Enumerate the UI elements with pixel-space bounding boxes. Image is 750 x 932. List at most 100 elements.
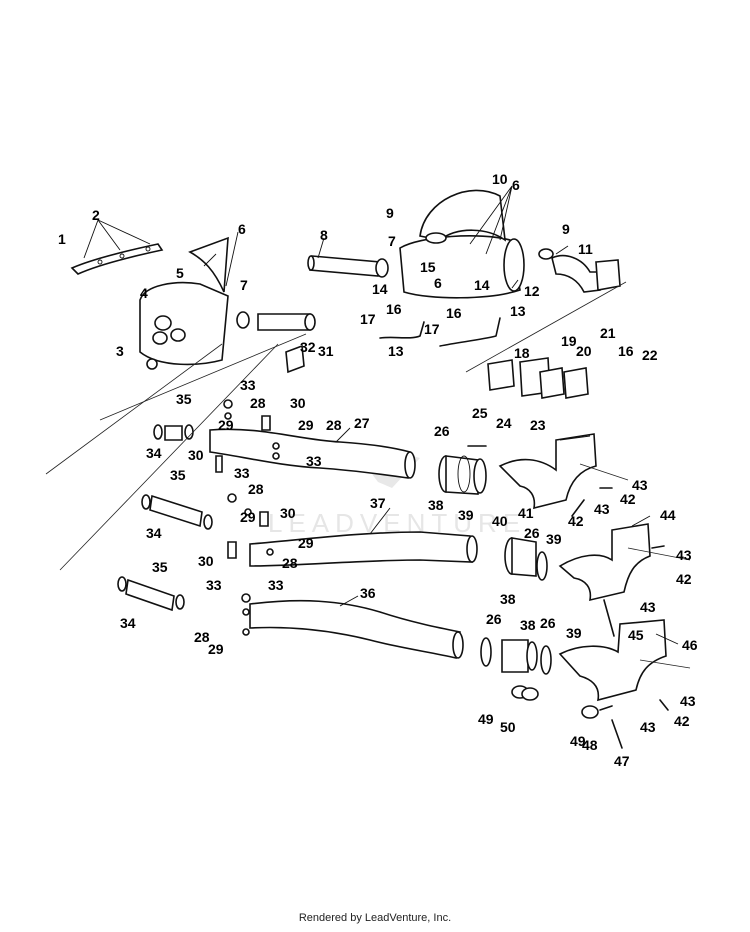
callout-17: 17 — [360, 311, 376, 327]
callout-33: 33 — [240, 377, 256, 393]
callout-44: 44 — [660, 507, 676, 523]
callout-50: 50 — [500, 719, 516, 735]
heat-shield-5 — [188, 236, 229, 293]
callout-7: 7 — [240, 277, 248, 293]
outlet-elbow-11 — [538, 248, 621, 293]
callout-38: 38 — [428, 497, 444, 513]
callout-26: 26 — [486, 611, 502, 627]
callout-29: 29 — [240, 509, 256, 525]
callout-32: 32 — [300, 339, 316, 355]
callout-19: 19 — [561, 333, 577, 349]
callout-39: 39 — [566, 625, 582, 641]
callout-43: 43 — [632, 477, 648, 493]
callout-20: 20 — [576, 343, 592, 359]
callout-6: 6 — [434, 275, 442, 291]
callout-45: 45 — [628, 627, 644, 643]
exhaust-pipe-36 — [249, 599, 464, 659]
bolts — [467, 445, 669, 749]
callout-43: 43 — [680, 693, 696, 709]
callout-5: 5 — [176, 265, 184, 281]
callout-36: 36 — [360, 585, 376, 601]
callout-11: 11 — [578, 241, 593, 257]
drain-plug-3 — [146, 358, 158, 370]
callout-14: 14 — [372, 281, 388, 297]
callout-12: 12 — [524, 283, 540, 299]
callout-42: 42 — [568, 513, 584, 529]
callout-25: 25 — [472, 405, 488, 421]
footer-credit: Rendered by LeadVenture, Inc. — [298, 912, 452, 924]
callout-14: 14 — [474, 277, 490, 293]
callout-33: 33 — [306, 453, 322, 469]
callout-7: 7 — [388, 233, 396, 249]
callout-39: 39 — [546, 531, 562, 547]
callout-28: 28 — [248, 481, 264, 497]
routing-lines — [45, 281, 691, 669]
callout-3: 3 — [116, 343, 124, 359]
callout-27: 27 — [354, 415, 370, 431]
callout-33: 33 — [268, 577, 284, 593]
callout-23: 23 — [530, 417, 546, 433]
callout-43: 43 — [594, 501, 610, 517]
callout-43: 43 — [640, 719, 656, 735]
exhaust-pipe-37 — [249, 531, 478, 567]
callout-18: 18 — [514, 345, 530, 361]
exhaust-elbow-40 — [498, 433, 597, 510]
callout-37: 37 — [370, 495, 386, 511]
callout-43: 43 — [640, 599, 656, 615]
callout-13: 13 — [388, 343, 404, 359]
callout-46: 46 — [682, 637, 698, 653]
exhaust-elbow-46 — [558, 619, 667, 702]
callout-26: 26 — [524, 525, 540, 541]
exhaust-pipe-27 — [209, 428, 416, 479]
callout-35: 35 — [170, 467, 186, 483]
flange-gaskets-18-20 — [487, 357, 589, 399]
coupler-set-middle — [504, 537, 548, 581]
callout-34: 34 — [146, 525, 162, 541]
callout-35: 35 — [176, 391, 192, 407]
rubber-mounts — [511, 685, 599, 719]
muffler-4 — [139, 281, 229, 366]
callout-26: 26 — [540, 615, 556, 631]
callout-16: 16 — [446, 305, 462, 321]
callout-24: 24 — [496, 415, 512, 431]
callout-30: 30 — [188, 447, 204, 463]
callout-43: 43 — [676, 547, 692, 563]
callout-9: 9 — [386, 205, 394, 221]
callout-31: 31 — [318, 343, 334, 359]
sensor-fittings — [215, 399, 280, 636]
callout-48: 48 — [582, 737, 598, 753]
callout-6: 6 — [512, 177, 520, 193]
callout-33: 33 — [234, 465, 250, 481]
callout-42: 42 — [676, 571, 692, 587]
callout-41: 41 — [518, 505, 534, 521]
callout-6: 6 — [238, 221, 246, 237]
tailpipe-34-middle — [141, 494, 213, 530]
callout-28: 28 — [194, 629, 210, 645]
crossover-pipe-8 — [307, 255, 389, 278]
heat-shield-bracket — [70, 243, 164, 275]
callout-10: 10 — [492, 171, 508, 187]
callout-42: 42 — [620, 491, 636, 507]
callout-28: 28 — [282, 555, 298, 571]
callout-4: 4 — [140, 285, 148, 301]
callout-17: 17 — [424, 321, 440, 337]
callout-34: 34 — [120, 615, 136, 631]
callout-22: 22 — [642, 347, 658, 363]
callout-38: 38 — [500, 591, 516, 607]
callout-38: 38 — [520, 617, 536, 633]
callout-29: 29 — [208, 641, 224, 657]
coupler-set-lower — [480, 637, 552, 675]
callout-16: 16 — [618, 343, 634, 359]
callout-30: 30 — [280, 505, 296, 521]
callout-8: 8 — [320, 227, 328, 243]
callout-15: 15 — [420, 259, 436, 275]
tailpipe-34-lower — [117, 576, 185, 612]
callout-16: 16 — [386, 301, 402, 317]
callout-34: 34 — [146, 445, 162, 461]
exhaust-elbow-44 — [558, 523, 651, 602]
callout-29: 29 — [298, 417, 314, 433]
inlet-pipe-left — [236, 311, 316, 331]
callout-49: 49 — [478, 711, 494, 727]
